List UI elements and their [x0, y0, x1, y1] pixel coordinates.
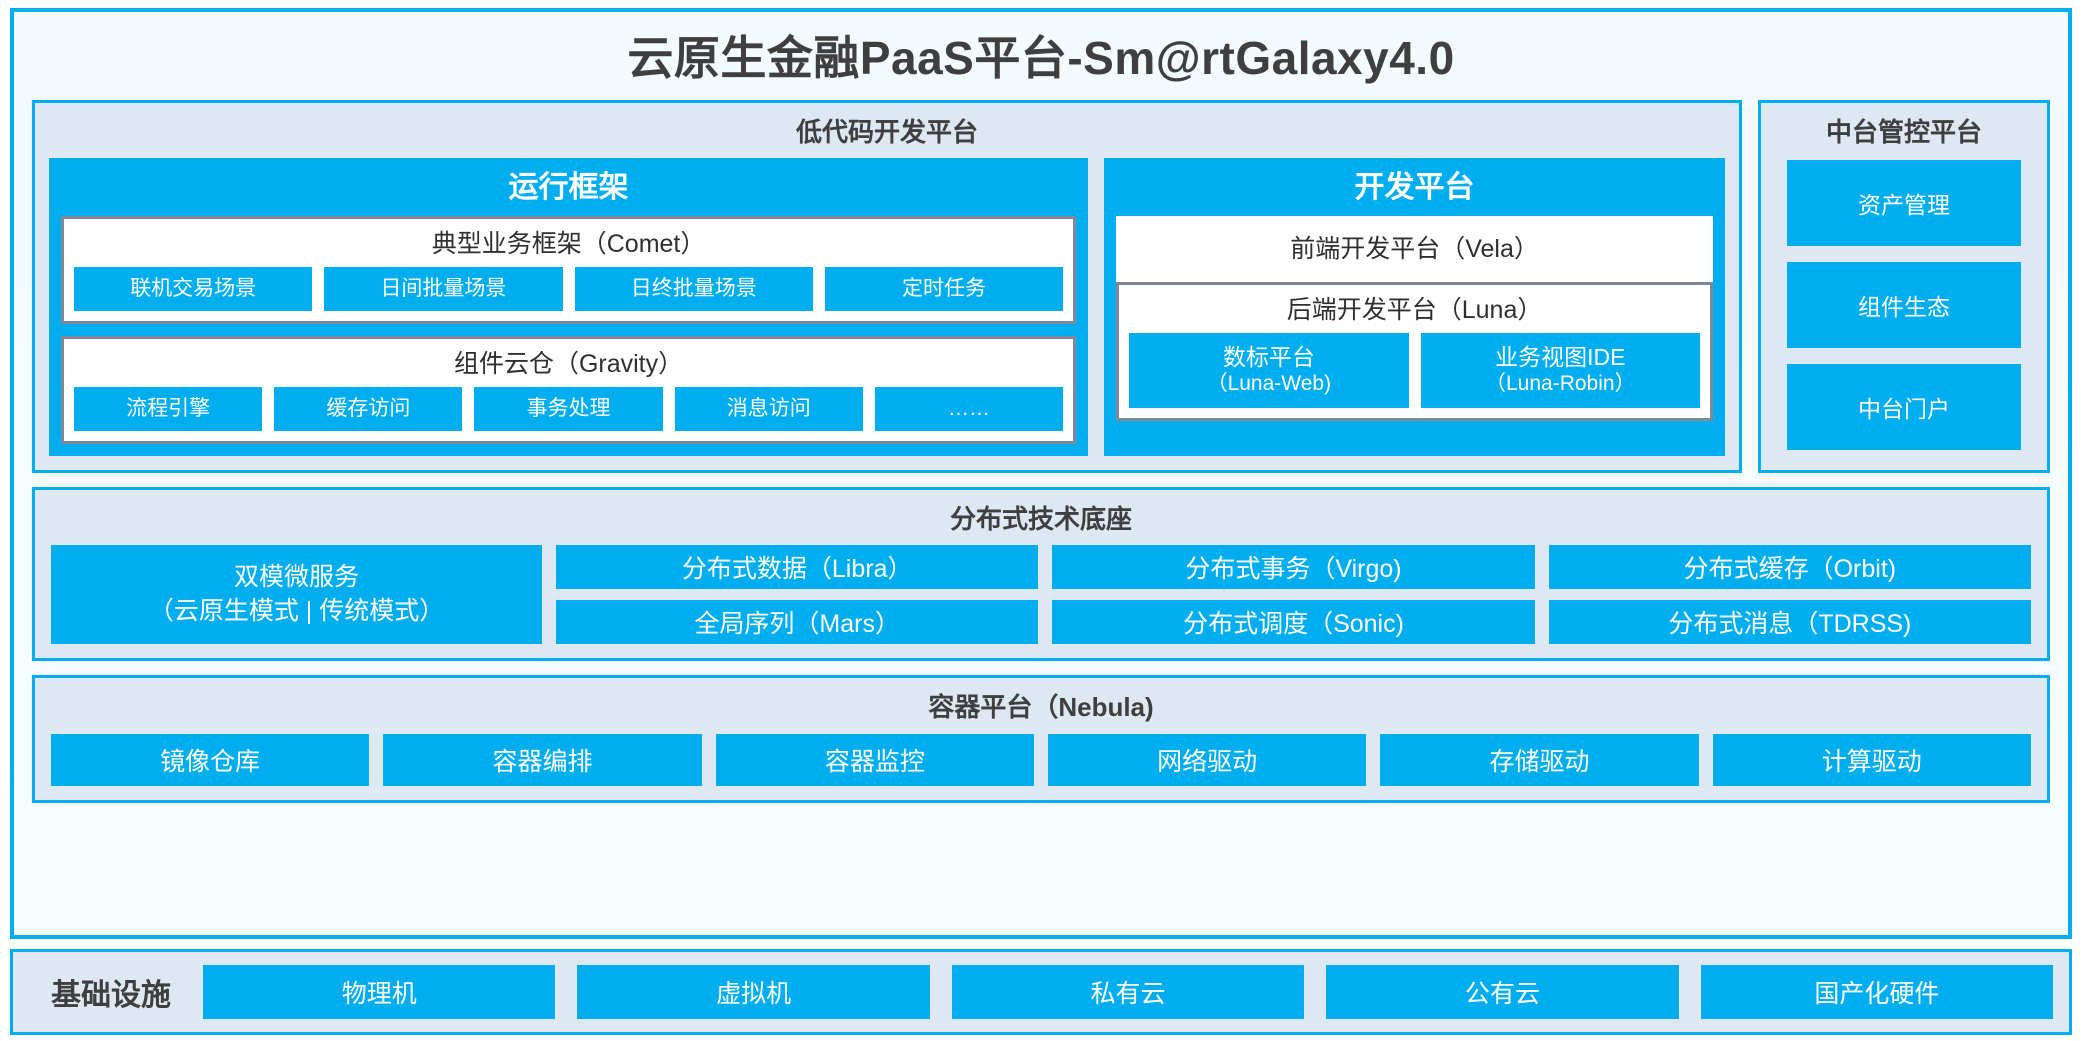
gravity-box: 组件云仓（Gravity） 流程引擎 缓存访问 事务处理 消息访问 …… [61, 335, 1077, 445]
container-item-compute-driver[interactable]: 计算驱动 [1712, 733, 2031, 786]
control-platform-panel: 中台管控平台 资产管理 组件生态 中台门户 [1758, 99, 2050, 474]
comet-title: 典型业务框架（Comet） [431, 229, 706, 258]
container-item-storage-driver[interactable]: 存储驱动 [1380, 733, 1699, 786]
comet-chip-row: 联机交易场景 日间批量场景 日终批量场景 定时任务 [74, 266, 1064, 311]
lowcode-columns: 运行框架 典型业务框架（Comet） 联机交易场景 日间批量场景 日终批量场景 … [49, 157, 1725, 457]
infrastructure-panel: 基础设施 物理机 虚拟机 私有云 公有云 国产化硬件 [10, 949, 2072, 1035]
container-platform-panel: 容器平台（Nebula) 镜像仓库 容器编排 容器监控 网络驱动 存储驱动 计算… [32, 675, 2050, 803]
comet-item-online-transaction[interactable]: 联机交易场景 [74, 266, 313, 311]
dual-mode-microservice-chip[interactable]: 双模微服务 （云原生模式 | 传统模式） [51, 545, 543, 645]
dist-item-tdrss[interactable]: 分布式消息（TDRSS) [1548, 600, 2032, 645]
comet-item-eod-batch[interactable]: 日终批量场景 [574, 266, 813, 311]
container-item-monitoring[interactable]: 容器监控 [715, 733, 1034, 786]
distributed-column-1: 分布式数据（Libra） 全局序列（Mars） [556, 545, 1039, 645]
comet-item-scheduled-task[interactable]: 定时任务 [824, 266, 1064, 311]
distributed-foundation-panel: 分布式技术底座 双模微服务 （云原生模式 | 传统模式） 分布式数据（Libra… [32, 487, 2050, 662]
control-platform-items: 资产管理 组件生态 中台门户 [1775, 158, 2033, 457]
luna-web-name: 数标平台 [1222, 343, 1315, 370]
gravity-chip-row: 流程引擎 缓存访问 事务处理 消息访问 …… [74, 386, 1064, 432]
control-platform-title: 中台管控平台 [1825, 116, 1982, 147]
container-item-network-driver[interactable]: 网络驱动 [1047, 733, 1367, 786]
page-title: 云原生金融PaaS平台-Sm@rtGalaxy4.0 [627, 32, 1455, 84]
container-item-orchestration[interactable]: 容器编排 [383, 733, 702, 786]
infrastructure-label: 基础设施 [51, 979, 171, 1012]
dist-item-sonic[interactable]: 分布式调度（Sonic) [1052, 600, 1535, 645]
container-platform-title: 容器平台（Nebula) [928, 692, 1154, 723]
dist-item-libra[interactable]: 分布式数据（Libra） [556, 545, 1039, 590]
runtime-framework-card: 运行框架 典型业务框架（Comet） 联机交易场景 日间批量场景 日终批量场景 … [49, 157, 1089, 457]
platform-main-frame: 云原生金融PaaS平台-Sm@rtGalaxy4.0 低代码开发平台 运行框架 … [10, 8, 2072, 939]
frontend-platform-vela[interactable]: 前端开发平台（Vela） [1116, 215, 1713, 282]
container-item-image-registry[interactable]: 镜像仓库 [51, 733, 370, 786]
dual-mode-microservice-column: 双模微服务 （云原生模式 | 传统模式） [51, 545, 543, 645]
container-platform-items: 镜像仓库 容器编排 容器监控 网络驱动 存储驱动 计算驱动 [49, 733, 2033, 786]
runtime-framework-title: 运行框架 [508, 170, 629, 204]
lowcode-platform-panel: 低代码开发平台 运行框架 典型业务框架（Comet） 联机交易场景 日间批量场景… [32, 99, 1742, 474]
comet-item-intraday-batch[interactable]: 日间批量场景 [324, 266, 563, 311]
backend-platform-luna-box: 后端开发平台（Luna） 数标平台 （Luna-Web) 业务视图IDE （Lu… [1116, 281, 1713, 421]
infra-item-domestic-hardware[interactable]: 国产化硬件 [1700, 965, 2054, 1019]
infra-item-private-cloud[interactable]: 私有云 [951, 965, 1305, 1019]
distributed-column-3: 分布式缓存（Orbit) 分布式消息（TDRSS) [1548, 545, 2032, 645]
infra-item-physical-machine[interactable]: 物理机 [203, 965, 556, 1019]
luna-chip-row: 数标平台 （Luna-Web) 业务视图IDE （Luna-Robin） [1129, 332, 1701, 408]
control-item-portal[interactable]: 中台门户 [1787, 364, 2021, 451]
infra-item-public-cloud[interactable]: 公有云 [1326, 965, 1679, 1019]
gravity-item-more[interactable]: …… [874, 386, 1064, 432]
development-platform-title: 开发平台 [1354, 170, 1475, 204]
distributed-foundation-body: 双模微服务 （云原生模式 | 传统模式） 分布式数据（Libra） 全局序列（M… [49, 545, 2033, 645]
development-platform-card: 开发平台 前端开发平台（Vela） 后端开发平台（Luna） 数标平台 （Lun… [1104, 157, 1725, 457]
luna-robin-code: （Luna-Robin） [1484, 372, 1636, 396]
gravity-item-cache-access[interactable]: 缓存访问 [274, 386, 463, 432]
dual-mode-microservice-line1: 双模微服务 [234, 563, 360, 592]
luna-item-luna-web[interactable]: 数标平台 （Luna-Web) [1129, 332, 1409, 408]
gravity-title: 组件云仓（Gravity） [453, 349, 684, 378]
control-item-component-ecosystem[interactable]: 组件生态 [1787, 261, 2021, 349]
gravity-item-message-access[interactable]: 消息访问 [674, 386, 863, 432]
upper-section: 低代码开发平台 运行框架 典型业务框架（Comet） 联机交易场景 日间批量场景… [32, 99, 2050, 474]
comet-box: 典型业务框架（Comet） 联机交易场景 日间批量场景 日终批量场景 定时任务 [61, 215, 1077, 324]
distributed-foundation-title: 分布式技术底座 [949, 504, 1132, 535]
luna-robin-name: 业务视图IDE [1495, 343, 1626, 370]
distributed-column-2: 分布式事务（Virgo) 分布式调度（Sonic) [1052, 545, 1535, 645]
luna-item-luna-robin[interactable]: 业务视图IDE （Luna-Robin） [1420, 332, 1701, 408]
infra-item-virtual-machine[interactable]: 虚拟机 [577, 965, 930, 1019]
gravity-item-process-engine[interactable]: 流程引擎 [74, 386, 263, 432]
luna-web-code: （Luna-Web) [1206, 372, 1332, 396]
control-item-asset-management[interactable]: 资产管理 [1787, 159, 2021, 246]
dist-item-mars[interactable]: 全局序列（Mars） [556, 600, 1039, 645]
dist-item-virgo[interactable]: 分布式事务（Virgo) [1052, 545, 1535, 590]
dual-mode-microservice-line2: （云原生模式 | 传统模式） [148, 596, 445, 625]
gravity-item-transaction-processing[interactable]: 事务处理 [474, 386, 663, 432]
lowcode-platform-title: 低代码开发平台 [795, 116, 978, 147]
infrastructure-items: 物理机 虚拟机 私有云 公有云 国产化硬件 [203, 965, 2054, 1019]
dist-item-orbit[interactable]: 分布式缓存（Orbit) [1548, 545, 2032, 590]
backend-platform-luna-title: 后端开发平台（Luna） [1286, 295, 1543, 324]
